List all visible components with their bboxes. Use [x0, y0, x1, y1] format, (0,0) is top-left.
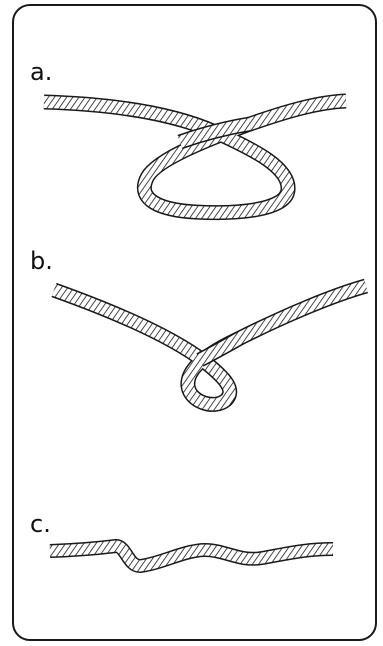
rope-kink-b — [51, 278, 369, 412]
panel-b-label: b. — [30, 247, 53, 275]
panel-c-label: c. — [30, 510, 51, 538]
rope-loop-a — [43, 93, 347, 221]
panel-a-label: a. — [30, 58, 53, 86]
rope-wave-c — [49, 538, 334, 574]
